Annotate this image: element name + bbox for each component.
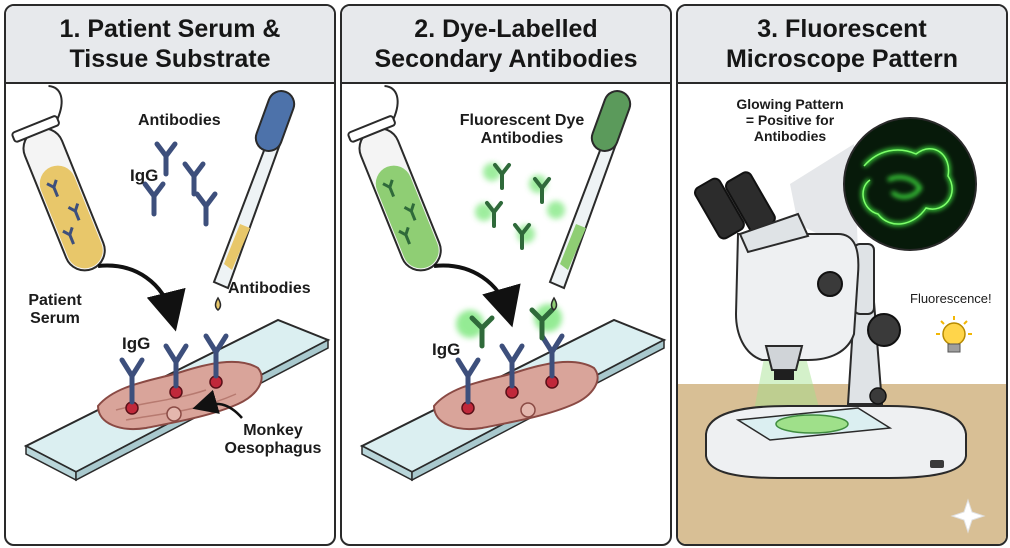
free-fluorescent-antibody-icon (475, 163, 565, 248)
label-glow-line1: Glowing Pattern (736, 96, 843, 112)
label-antibodies-drop: Antibodies (228, 280, 311, 298)
panel-title: 2. Dye-Labelled Secondary Antibodies (342, 14, 670, 74)
lightbulb-icon (936, 316, 972, 352)
panel-title-line2: Secondary Antibodies (374, 45, 637, 73)
dye-illustration (342, 84, 670, 544)
label-glowing-pattern: Glowing Pattern = Positive for Antibodie… (730, 96, 850, 144)
label-monkey: Monkey (243, 422, 303, 439)
label-dye-line2: Antibodies (481, 130, 564, 147)
label-fluorescence: Fluorescence! (910, 292, 992, 307)
panel-title: 1. Patient Serum & Tissue Substrate (6, 14, 334, 74)
panel-header: 3. Fluorescent Microscope Pattern (678, 6, 1006, 84)
panel-title-line2: Microscope Pattern (726, 45, 958, 73)
panel-title-line1: 3. Fluorescent (757, 15, 927, 43)
label-antibodies-top: Antibodies (138, 112, 221, 130)
panel-microscope: 3. Fluorescent Microscope Pattern (676, 4, 1008, 546)
label-glow-line2: = Positive for (746, 112, 834, 128)
label-igg-slide: IgG (432, 340, 460, 360)
panel-title-line1: 2. Dye-Labelled (414, 15, 597, 43)
serum-tube-icon (6, 84, 125, 278)
label-glow-line3: Antibodies (754, 128, 826, 144)
label-fluorescent-dye-antibodies: Fluorescent Dye Antibodies (442, 112, 602, 149)
dropper-icon (214, 87, 298, 310)
panel-title: 3. Fluorescent Microscope Pattern (678, 14, 1006, 74)
panel-title-line2: Tissue Substrate (69, 45, 270, 73)
microscope-illustration (678, 84, 1006, 544)
label-patient: Patient (28, 292, 81, 309)
panel-header: 1. Patient Serum & Tissue Substrate (6, 6, 334, 84)
panel-header: 2. Dye-Labelled Secondary Antibodies (342, 6, 670, 84)
panel-title-line1: 1. Patient Serum & (60, 15, 281, 43)
label-monkey-oesophagus: Monkey Oesophagus (218, 422, 328, 459)
label-oesophagus: Oesophagus (225, 440, 322, 457)
label-patient-serum: Patient Serum (20, 292, 90, 329)
magnified-view-icon (844, 118, 976, 250)
label-igg-slide: IgG (122, 334, 150, 354)
panel-dye-antibodies: 2. Dye-Labelled Secondary Antibodies (340, 4, 672, 546)
label-dye-line1: Fluorescent Dye (460, 112, 584, 129)
label-serum: Serum (30, 310, 80, 327)
label-igg-free: IgG (130, 166, 158, 186)
panel-patient-serum: 1. Patient Serum & Tissue Substrate (4, 4, 336, 546)
